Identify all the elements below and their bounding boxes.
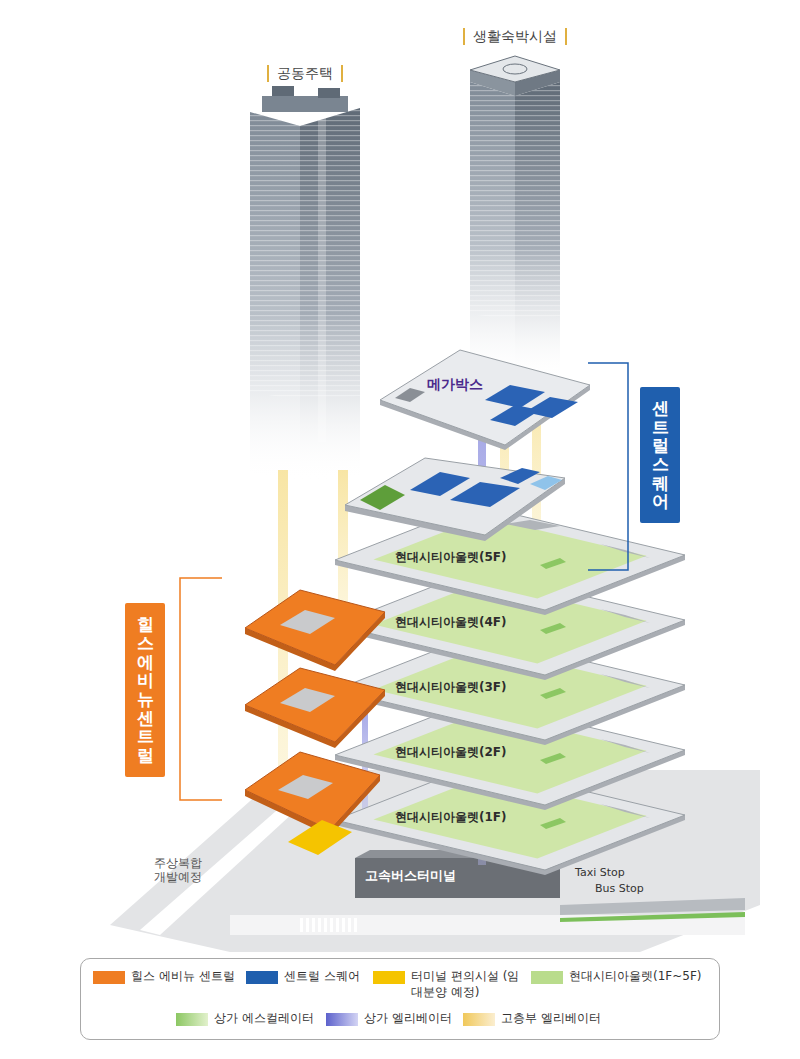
legend-swatch [93, 971, 125, 984]
node-text: 현대시티아울렛(5F) [395, 550, 507, 564]
central-unit [500, 468, 540, 484]
central-unit [450, 482, 520, 507]
legend-swatch [326, 1013, 358, 1026]
node-text: 현대시티아울렛(4F) [395, 615, 507, 629]
legend-text: 상가 에스컬레이터 [214, 1011, 314, 1027]
roof-garden [360, 485, 405, 510]
legend-text: 터미널 편의시설 (임대분양 예정) [411, 969, 523, 1000]
legend-item: 터미널 편의시설 (임대분양 예정) [373, 969, 523, 1000]
store-block [525, 397, 578, 418]
legend-item: 힐스 에비뉴 센트럴 [93, 969, 235, 985]
node-text: 현대시티아울렛(3F) [395, 680, 507, 694]
section-label-box: 센트럴 스퀘어 [640, 387, 680, 523]
courtyard [280, 610, 335, 634]
store-block [600, 609, 650, 623]
tower-block: 생활숙박시설 [470, 58, 560, 383]
terminal-name: 고속버스터미널 [365, 868, 456, 884]
ground [110, 770, 760, 952]
node-text: 센트럴 스퀘어 [652, 399, 669, 511]
bus-lane [560, 912, 745, 922]
store-block [505, 520, 560, 530]
node-text: 현대시티아울렛(1F) [395, 810, 507, 824]
legend-swatch [373, 971, 405, 984]
node-text: 메가박스 [427, 376, 483, 393]
tower-windows [470, 82, 515, 320]
courtyard [278, 775, 333, 799]
tower-windows [300, 108, 360, 400]
central-plate [345, 458, 565, 535]
legend-swatch [246, 971, 278, 984]
tower-block: 공동주택 [250, 95, 360, 480]
store-block [540, 818, 566, 829]
plate-top [380, 350, 590, 445]
legend-item: 상가 엘리베이터 [326, 1011, 452, 1027]
store-block [600, 544, 650, 558]
legend-swatch [176, 1013, 208, 1026]
outlet-area [374, 517, 647, 599]
node-text: 현대시티아울렛(2F) [395, 745, 507, 759]
legend-text: 현대시티아울렛(1F~5F) [569, 969, 702, 985]
courtyard [280, 688, 335, 712]
store-block [540, 558, 566, 569]
plate-outline [380, 350, 590, 451]
tower-face [300, 108, 360, 482]
crosswalk [300, 918, 360, 932]
legend-text: 센트럴 스퀘어 [284, 969, 360, 985]
tower-notch [318, 112, 326, 442]
legend-item: 센트럴 스퀘어 [246, 969, 360, 985]
site-note: 주상복합 개발예정 [150, 856, 206, 885]
tower-crown [272, 86, 294, 96]
tower-crown [262, 96, 348, 112]
central-unit [410, 472, 470, 496]
legend-item: 상가 에스컬레이터 [176, 1011, 314, 1027]
legend-text: 상가 엘리베이터 [364, 1011, 452, 1027]
store-block [540, 753, 566, 764]
bracket [588, 363, 628, 570]
stop-name: Bus Stop [595, 882, 644, 895]
tower-crown [318, 88, 340, 98]
store-block [600, 804, 650, 818]
tower-face [470, 82, 515, 382]
legend-item: 고층부 엘리베이터 [463, 1011, 601, 1027]
store-block [540, 623, 566, 634]
tower-windows [250, 112, 300, 400]
tower-roof [470, 56, 560, 82]
bus-platform [560, 898, 745, 915]
hills-plate [245, 752, 380, 830]
store-block [395, 388, 425, 402]
tower-face [250, 112, 300, 482]
legend-text: 고층부 엘리베이터 [501, 1011, 601, 1027]
bracket [180, 578, 222, 800]
floor-plate: 메가박스 [380, 350, 590, 451]
legend-swatch [463, 1013, 495, 1026]
store-block [485, 385, 545, 408]
tower-face [515, 82, 560, 382]
hills-plate [245, 590, 385, 665]
legend-text: 힐스 에비뉴 센트럴 [131, 969, 235, 985]
terminal-facility [288, 820, 352, 855]
store-block [490, 405, 540, 426]
tower-windows [515, 82, 560, 320]
hills-plate [245, 668, 385, 742]
store-block [600, 674, 650, 688]
node-text: 생활숙박시설 [463, 28, 567, 45]
section-label-box: 힐스 에비뉴 센트럴 [125, 603, 165, 777]
legend-item: 현대시티아울렛(1F~5F) [531, 969, 702, 985]
node-text: 공동주택 [267, 65, 343, 82]
central-unit [530, 476, 562, 490]
helipad [503, 64, 527, 74]
store-block [540, 688, 566, 699]
store-block [600, 739, 650, 753]
stop-name: Taxi Stop [575, 866, 625, 879]
node-text: 힐스 에비뉴 센트럴 [137, 615, 154, 765]
legend-swatch [531, 971, 563, 984]
legend-box: 힐스 에비뉴 센트럴 센트럴 스퀘어 터미널 편의시설 (임대분양 예정) 현대시티아… [80, 958, 720, 1040]
